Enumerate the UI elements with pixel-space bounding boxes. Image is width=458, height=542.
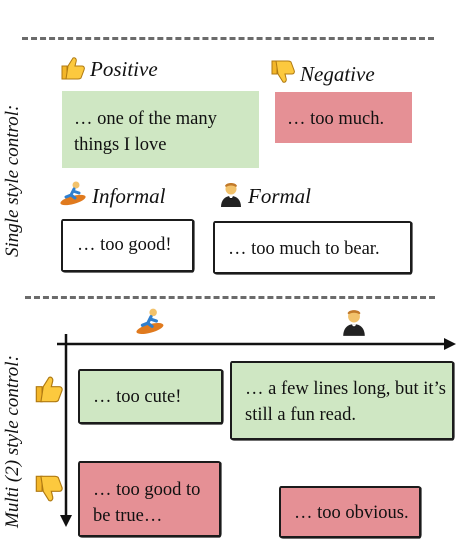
cell-negative-formal-text: … too obvious. bbox=[294, 503, 409, 523]
top-separator bbox=[22, 37, 434, 40]
y-axis-arrowhead bbox=[60, 515, 72, 527]
person-in-tuxedo-icon bbox=[343, 310, 365, 336]
thumbs-up-icon bbox=[35, 376, 63, 403]
cell-positive-informal: … too cute! bbox=[78, 369, 223, 424]
informal-heading: Informal bbox=[92, 184, 166, 208]
cell-positive-formal-text: … a few lines long, but it’s still a fun… bbox=[245, 379, 446, 425]
formal-example-box: … too much to bear. bbox=[213, 221, 412, 274]
negative-example-box: … too much. bbox=[275, 92, 412, 143]
middle-separator bbox=[25, 296, 435, 299]
negative-heading: Negative bbox=[300, 62, 375, 86]
surfer-icon bbox=[60, 181, 86, 206]
informal-example-box: … too good! bbox=[61, 219, 194, 272]
negative-example-text: … too much. bbox=[287, 109, 385, 129]
informal-example-text: … too good! bbox=[77, 235, 172, 255]
cell-negative-informal-text: … too good to be true… bbox=[93, 480, 201, 526]
positive-heading: Positive bbox=[90, 57, 158, 81]
cell-negative-informal: … too good to be true… bbox=[78, 461, 221, 537]
formal-example-text: … too much to bear. bbox=[228, 239, 380, 259]
positive-example-text: … one of the many things I love bbox=[74, 109, 217, 155]
cell-positive-informal-text: … too cute! bbox=[93, 387, 182, 407]
surfer-icon bbox=[136, 308, 164, 334]
thumbs-down-icon bbox=[35, 475, 63, 502]
thumbs-up-icon bbox=[61, 57, 85, 80]
formal-heading: Formal bbox=[248, 184, 311, 208]
thumbs-down-icon bbox=[271, 60, 295, 83]
cell-positive-formal: … a few lines long, but it’s still a fun… bbox=[230, 361, 454, 440]
cell-negative-formal: … too obvious. bbox=[279, 486, 421, 538]
positive-example-box: … one of the many things I love bbox=[62, 91, 259, 168]
x-axis-arrowhead bbox=[444, 338, 456, 350]
person-in-tuxedo-icon bbox=[221, 183, 241, 207]
